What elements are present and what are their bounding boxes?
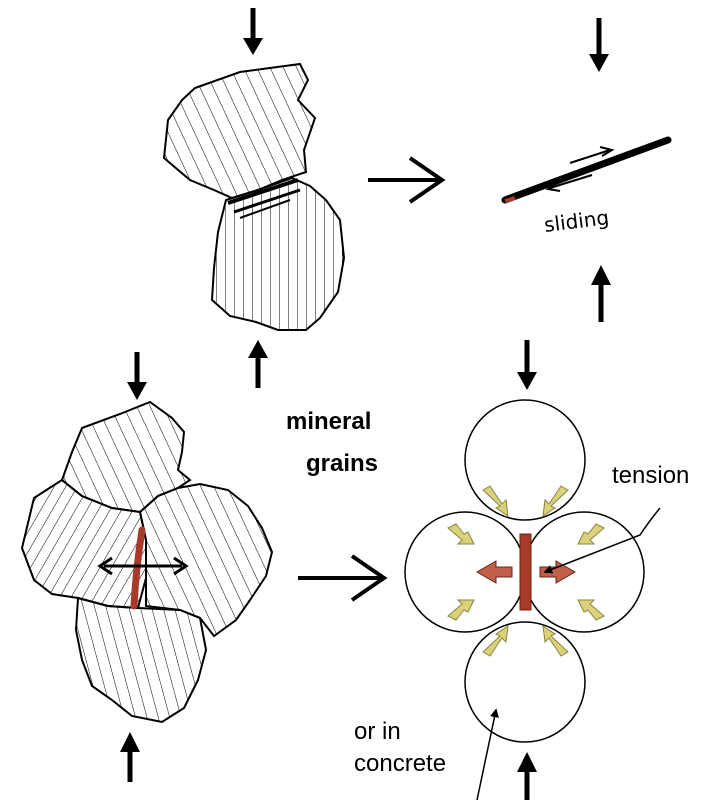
concrete-label: concrete [354,750,446,778]
assembly-arrow-down-icon [127,352,147,400]
grains-label: grains [306,450,378,478]
sliding-fault: sliding [505,18,668,322]
fault-line [505,140,668,200]
transition-arrow-bottom-icon [298,556,384,600]
circles-tension-crack [520,534,531,610]
top-arrow-down-icon [243,8,263,55]
tension-label: tension [612,462,689,490]
or-in-label: or in [354,718,401,746]
sliding-arrow-down-icon [589,18,609,72]
circles-arrow-down-icon [517,340,537,390]
circle-bottom [465,622,585,742]
sliding-label: sliding [543,205,611,237]
transition-arrow-top-icon [368,158,442,202]
concrete-leader-line [477,710,496,800]
bottom-left-grain-assembly [22,352,272,782]
circles-arrow-up-icon [517,752,537,800]
mineral-label: mineral [286,408,371,436]
sliding-arrow-up-icon [591,265,611,322]
assembly-arrow-up-icon [120,732,140,782]
assembly-bottom-grain [76,598,206,722]
circle-grain-model [405,340,660,800]
circle-top [465,400,585,520]
bottom-arrow-up-icon [248,340,268,388]
top-left-grain-pair [164,8,344,388]
